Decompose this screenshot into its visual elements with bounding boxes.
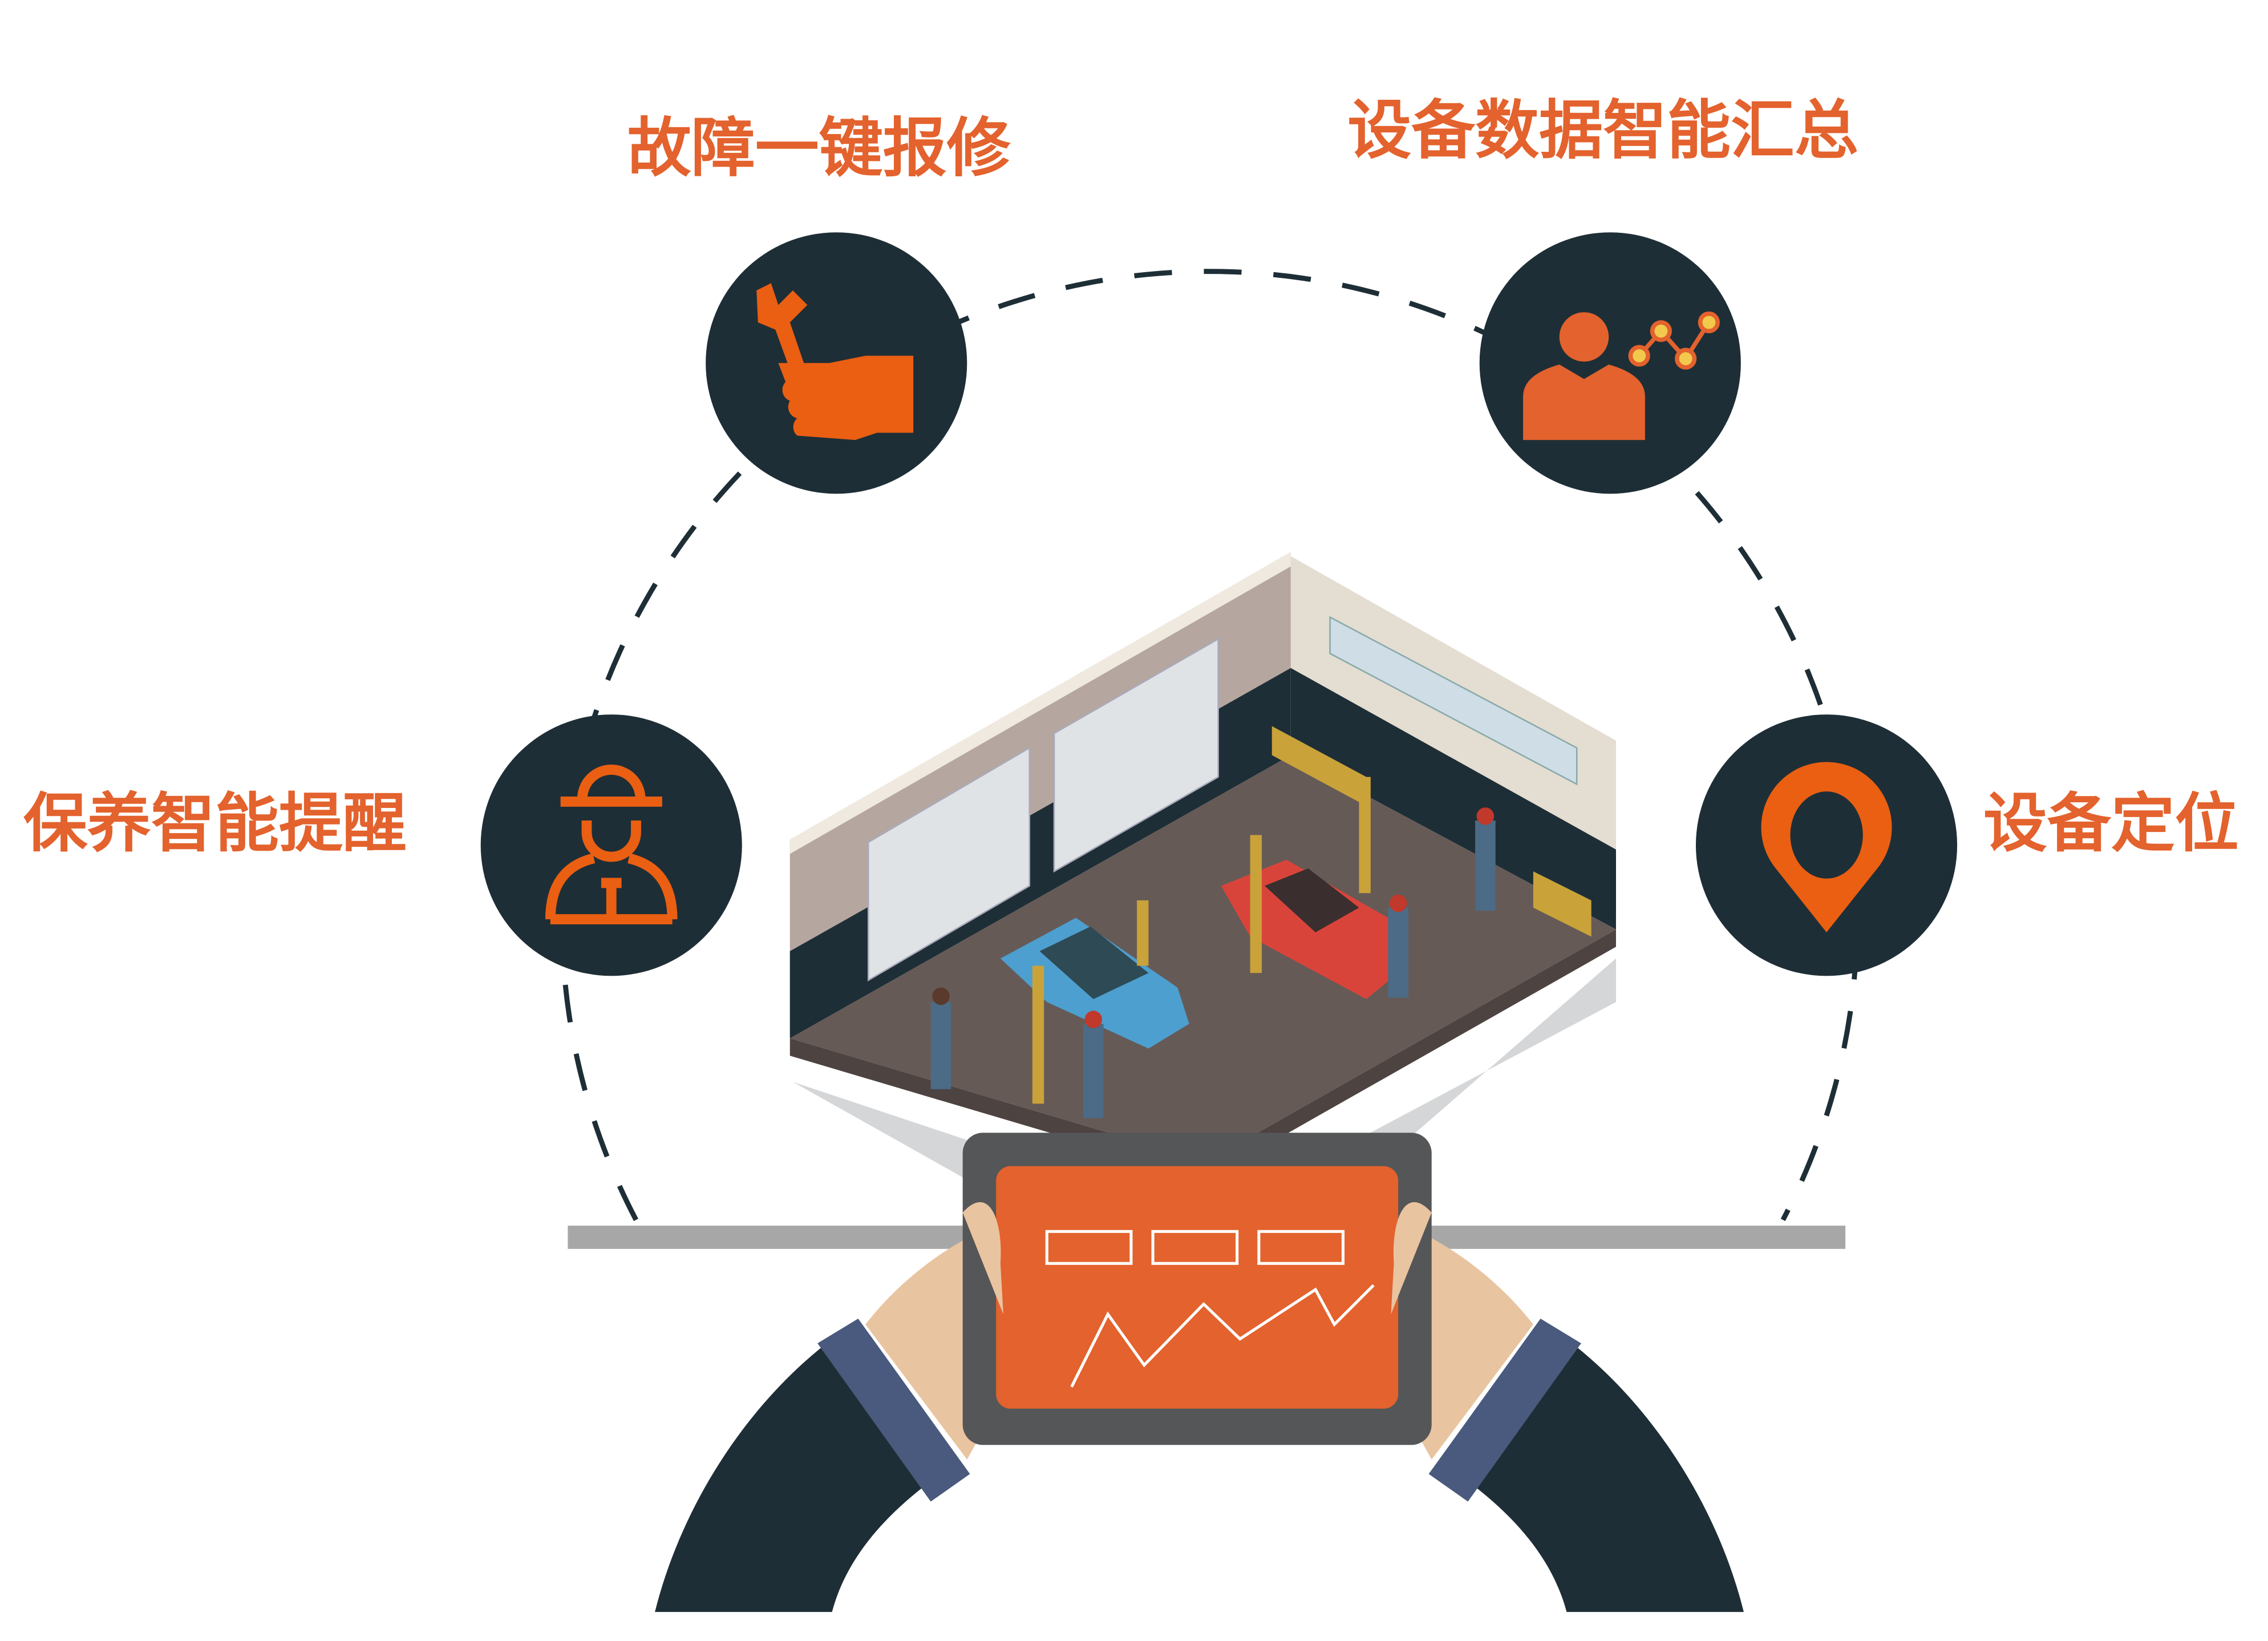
feature-location[interactable]: 设备定位 bbox=[1695, 714, 2239, 976]
feature-label-maintenance: 保养智能提醒 bbox=[23, 786, 407, 860]
feature-repair[interactable]: 故障一键报修 bbox=[627, 111, 1011, 494]
screen-card bbox=[1257, 1230, 1345, 1265]
hands-holding-tablet bbox=[655, 1133, 1744, 1612]
feature-maintenance[interactable]: 保养智能提醒 bbox=[23, 714, 742, 976]
worker-data-icon bbox=[1523, 311, 1720, 440]
tablet-screen bbox=[996, 1166, 1399, 1409]
feature-label-data-summary: 设备数据智能汇总 bbox=[1347, 94, 1858, 168]
garage-illustration bbox=[789, 552, 1616, 1315]
feature-label-location: 设备定位 bbox=[1983, 786, 2239, 860]
red-car bbox=[1221, 859, 1407, 1000]
feature-label-repair: 故障一键报修 bbox=[627, 111, 1011, 185]
wrench-hand-icon bbox=[756, 283, 914, 440]
location-pin-icon bbox=[1761, 762, 1892, 932]
screen-card bbox=[1151, 1230, 1239, 1265]
blue-car bbox=[1000, 917, 1189, 1049]
screen-line-chart bbox=[1070, 1284, 1375, 1388]
screen-card bbox=[1045, 1230, 1133, 1265]
feature-data-summary[interactable]: 设备数据智能汇总 bbox=[1347, 94, 1858, 494]
mechanic-icon bbox=[545, 765, 678, 924]
